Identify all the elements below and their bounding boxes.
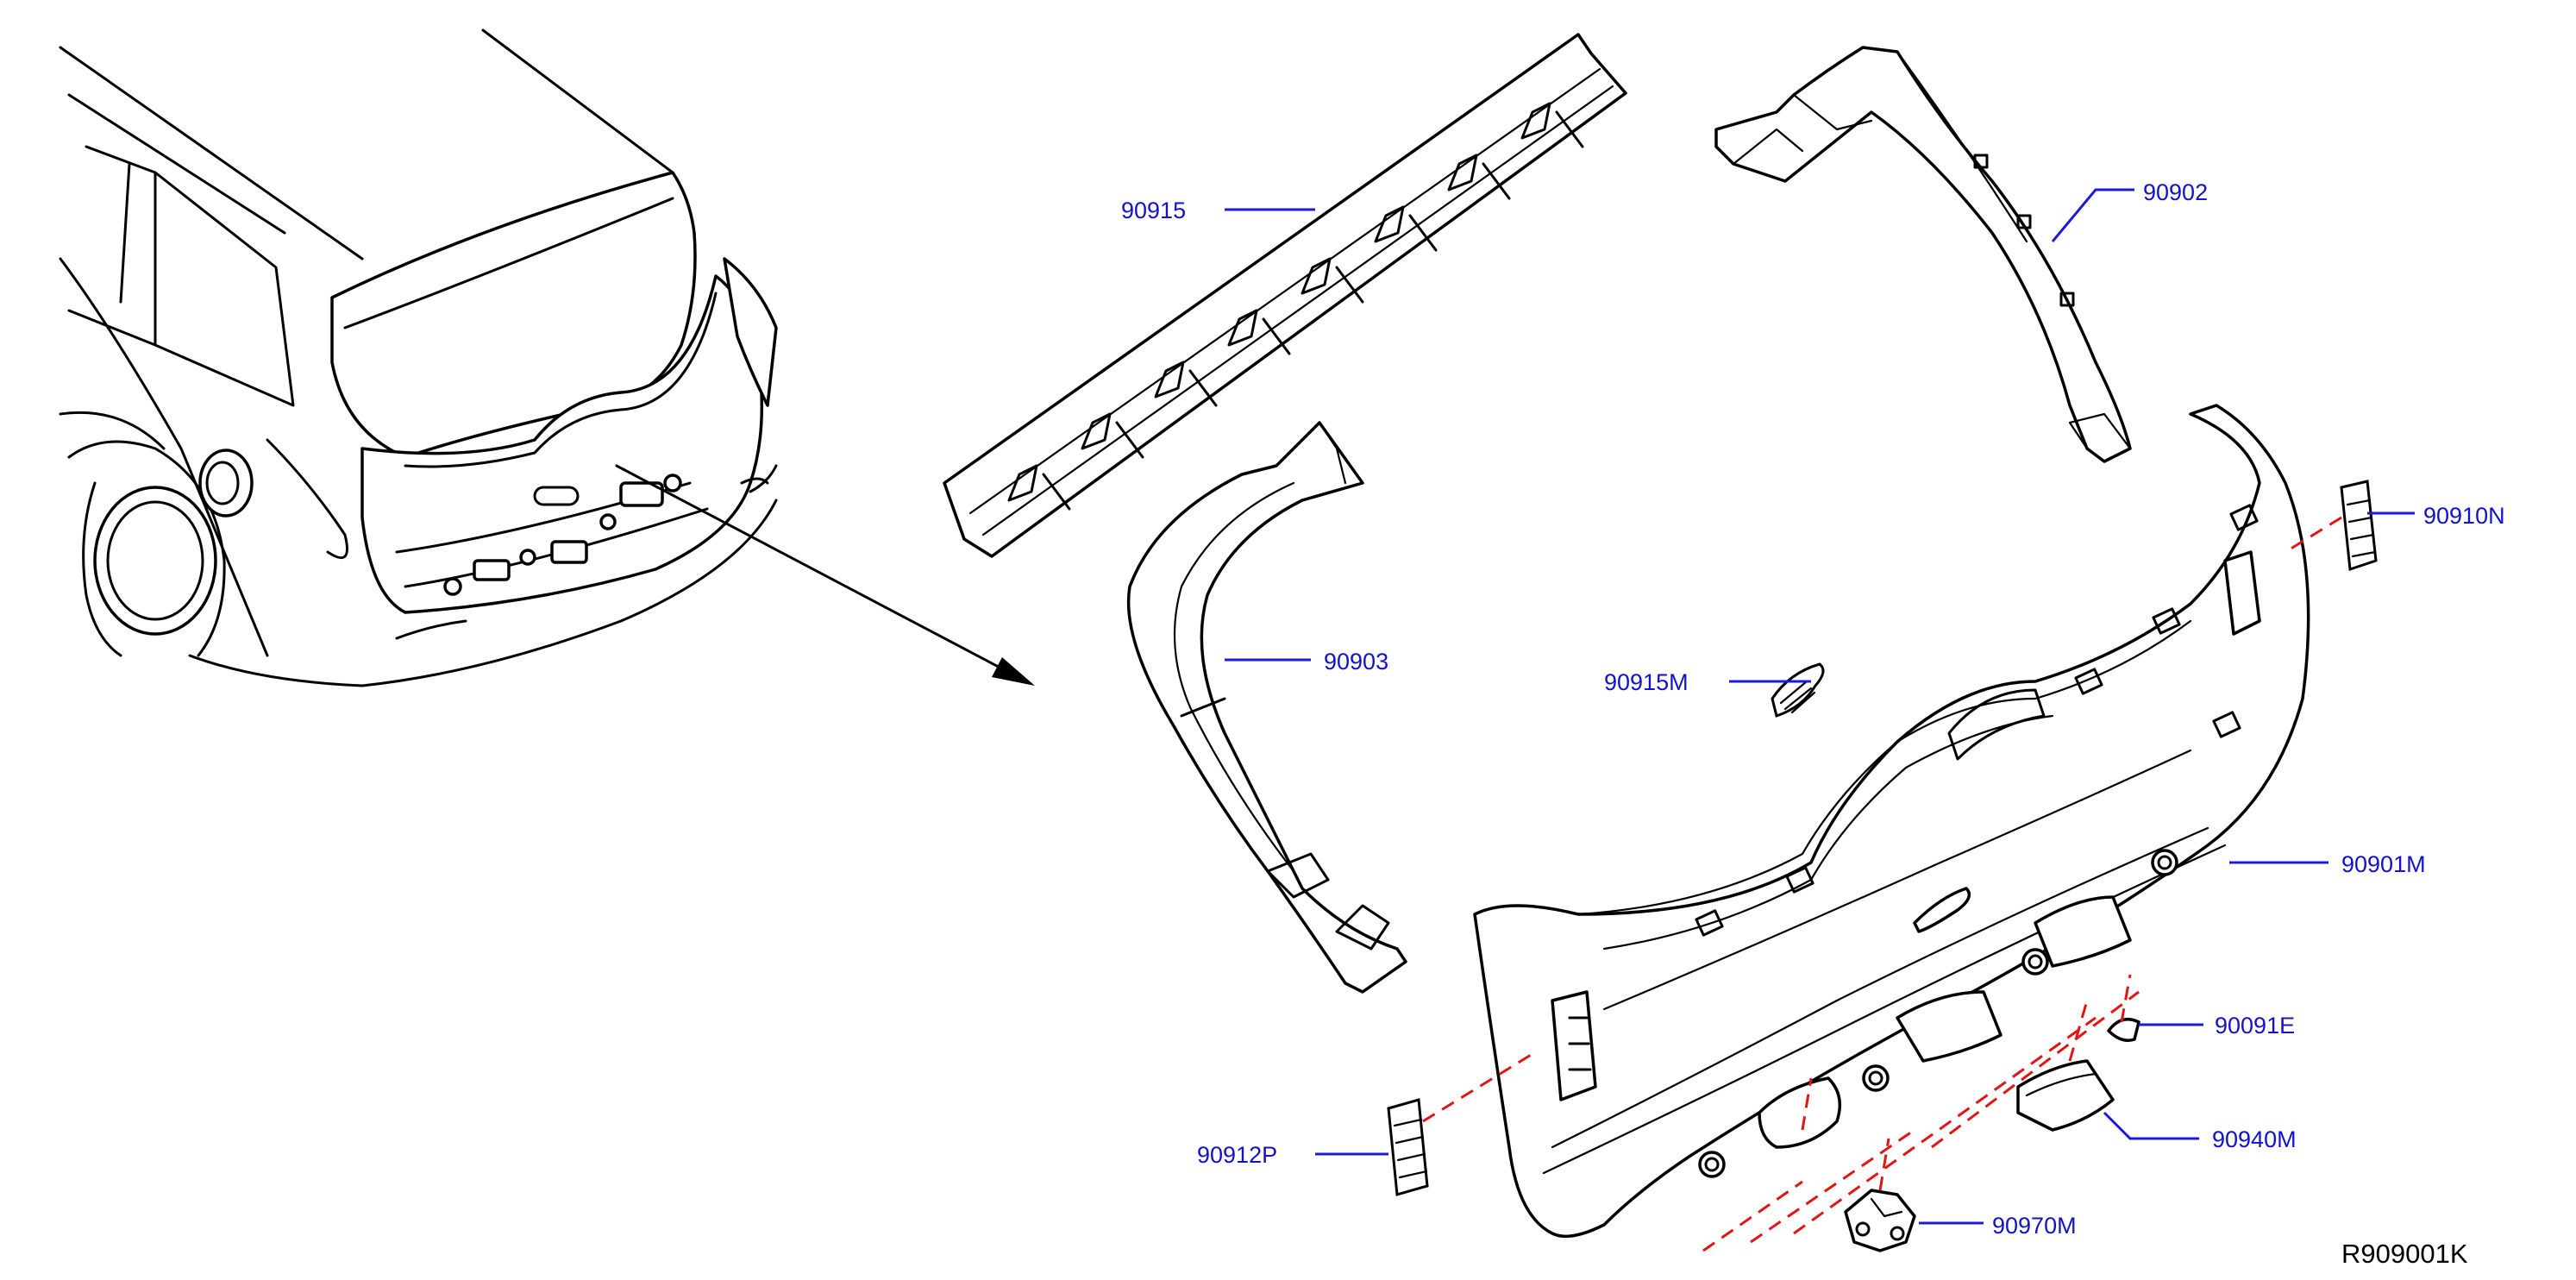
callout-90910N: 90910N xyxy=(2423,503,2505,529)
callout-90901M: 90901M xyxy=(2341,851,2426,877)
callout-90902: 90902 xyxy=(2143,179,2208,205)
callout-90940M: 90940M xyxy=(2212,1126,2297,1152)
callout-90970M: 90970M xyxy=(1992,1213,2077,1239)
callout-90915: 90915 xyxy=(1121,198,1186,223)
vehicle-rear-illustration xyxy=(59,28,1035,687)
assembly-guide-lines xyxy=(1702,990,2140,1252)
callout-90903: 90903 xyxy=(1324,649,1388,675)
part-90912P-plate xyxy=(1387,1098,1429,1196)
part-90091E-fastener xyxy=(2107,1017,2140,1042)
part-90970M-bracket xyxy=(1844,1189,1916,1252)
diagram-reference-code: R909001K xyxy=(2341,1239,2468,1269)
part-90940M-switch xyxy=(2016,1059,2115,1132)
part-90902-rear-pillar-finisher-right xyxy=(1714,46,2132,463)
part-90915-upper-garnish xyxy=(943,33,1627,558)
part-90903-rear-pillar-finisher-left xyxy=(1126,421,1407,994)
part-90915M-clip xyxy=(1771,662,1825,718)
callout-90912P: 90912P xyxy=(1197,1142,1277,1168)
callout-90915M: 90915M xyxy=(1604,669,1689,695)
callout-90091E: 90091E xyxy=(2215,1013,2295,1038)
part-90910N-plate xyxy=(2340,480,2378,572)
part-90901M-back-door-finisher xyxy=(1473,404,2310,1239)
